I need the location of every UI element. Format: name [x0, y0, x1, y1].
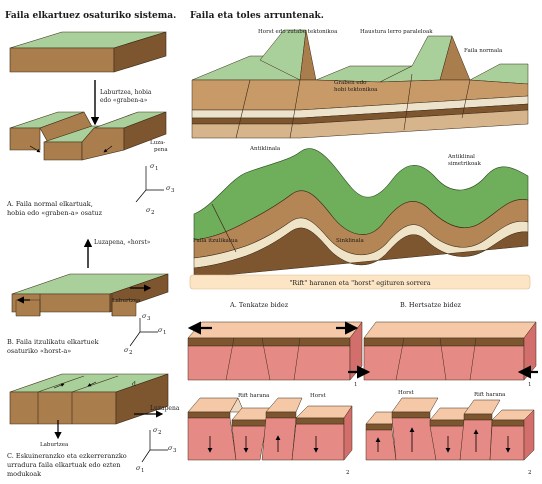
compression-block-1 [363, 321, 537, 381]
antiklinala-label: Antiklinala [249, 146, 281, 152]
svg-text:1: 1 [141, 468, 145, 474]
laburtzea-label-b: Laburtzea [112, 298, 141, 304]
svg-text:2: 2 [158, 430, 162, 436]
fold-landscape [193, 148, 529, 279]
svg-text:2: 2 [528, 470, 532, 476]
antiklinal-sim-label-2: simetrikoak [448, 161, 482, 167]
rift-label-a: Rift harana [238, 393, 270, 399]
initial-block [9, 31, 167, 73]
caption-b-2: osaturiko «horst-a» [7, 347, 71, 355]
svg-text:1: 1 [163, 330, 167, 336]
compression-block-2 [365, 397, 535, 461]
svg-text:2: 2 [151, 210, 155, 216]
caption-c-1: C. Eskuineranzko eta ezkerreranzko [7, 452, 127, 460]
horst-tectonic-label: Horst edo zutabe tektonikoa [258, 29, 338, 35]
svg-text:2: 2 [346, 470, 350, 476]
caption-a-2: hobia edo «graben-a» osatuz [7, 209, 103, 217]
graben-tectonic-label-1: Graben edo [334, 80, 367, 86]
graben-label-2: edo «graben-a» [100, 97, 148, 104]
svg-text:1: 1 [354, 382, 358, 388]
right-title: Faila eta toles arruntenak. [190, 11, 324, 21]
rift-label-b: Rift harana [474, 392, 506, 398]
normal-fault-label: Faila normala [464, 48, 503, 54]
fault-landscape [191, 29, 529, 139]
sinklinala-label: Sinklinala [336, 238, 365, 244]
caption-c-3: modukoak [7, 470, 41, 478]
haustura-label: Haustura lerro paraleloak [360, 29, 433, 35]
horst-label: Luzapena, «horst» [94, 239, 151, 246]
luzapena-label-1: Luza- [150, 140, 165, 146]
luzapena-label-c: Luzapena [150, 405, 180, 412]
caption-a-1: A. Faila normal elkartuak, [6, 200, 93, 208]
svg-text:3: 3 [147, 316, 151, 322]
strike-slip-block [9, 373, 169, 425]
reverse-fault-label: Faila itzulikatua [193, 238, 239, 244]
tension-block-1 [187, 321, 363, 381]
horst-label-a: Horst [310, 393, 327, 399]
graben-label-1: Laburtzea, hobia [100, 89, 152, 96]
svg-text:σ: σ [158, 326, 163, 334]
tension-title: A. Tenkatze bidez [229, 301, 289, 309]
svg-text:σ: σ [168, 444, 173, 452]
svg-text:σ: σ [150, 162, 155, 170]
horst-block [11, 273, 169, 317]
svg-text:1: 1 [528, 382, 532, 388]
svg-text:3: 3 [171, 188, 175, 194]
laburtzea-label-c: Laburtzea [40, 442, 69, 448]
graben-tectonic-label-2: hobi tektonikoa [334, 87, 378, 93]
svg-text:1: 1 [155, 166, 159, 172]
graben-block [9, 111, 167, 161]
svg-text:σ: σ [136, 464, 141, 472]
caption-b-1: B. Faila itzulikatu elkartuek [7, 338, 99, 346]
d-label: d [132, 381, 136, 388]
left-title: Faila elkartuez osaturiko sistema. [5, 11, 176, 21]
svg-text:σ: σ [124, 346, 129, 354]
svg-text:σ: σ [153, 426, 158, 434]
svg-text:σ: σ [142, 312, 147, 320]
rift-banner [189, 274, 531, 290]
svg-text:2: 2 [129, 350, 133, 356]
svg-text:3: 3 [173, 448, 177, 454]
antiklinal-sim-label-1: Antiklinal [447, 154, 475, 160]
luzapena-label-2: pena [154, 147, 168, 153]
rift-banner-title: "Rift" haranen eta "horst" egituren sorr… [289, 279, 430, 287]
horst-label-b: Horst [398, 390, 415, 396]
svg-text:σ: σ [146, 206, 151, 214]
svg-text:σ: σ [166, 184, 171, 192]
compression-title: B. Hertsatze bidez [400, 301, 462, 309]
tension-block-2 [187, 397, 353, 461]
caption-c-2: urradura faila elkartuak edo ezten [7, 461, 120, 469]
